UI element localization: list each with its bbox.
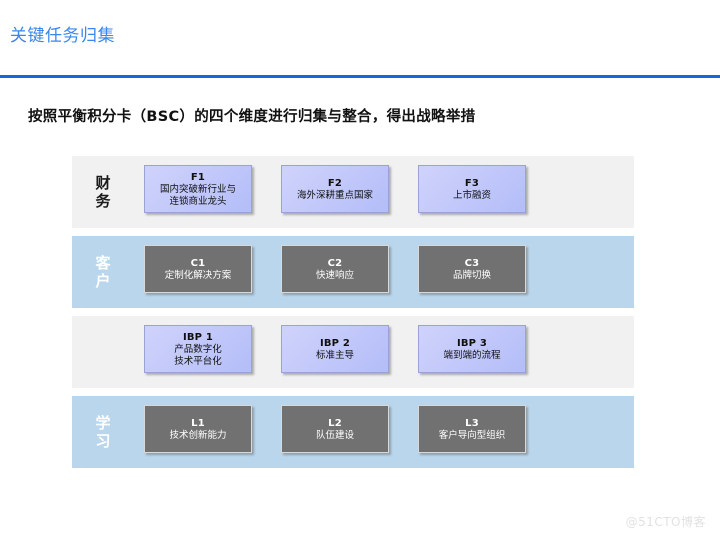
initiative-description: 标准主导 [315,349,354,361]
initiative-code: C2 [327,257,343,269]
initiative-description: 品牌切换 [452,269,491,281]
slide-header: 关键任务归集 [0,0,720,78]
initiative-code: C3 [464,257,480,269]
bsc-row-label: 财 务 [95,174,111,210]
initiative-code: F2 [327,177,343,189]
initiative-code: C1 [190,257,206,269]
initiative-code: IBP 1 [182,332,214,343]
initiative-code: F1 [190,172,206,183]
initiative-description: 上市融资 [452,189,491,201]
watermark-label: @51CTO博客 [625,515,706,529]
initiative-code: IBP 2 [319,337,351,349]
header-divider [0,75,720,78]
initiative-description: 快速响应 [315,269,354,281]
initiative-description: 客户导向型组织 [438,429,506,441]
initiative-description: 队伍建设 [315,429,354,441]
initiative-description: 技术创新能力 [169,429,227,441]
initiative-code: L3 [465,417,479,429]
initiative-description: 海外深耕重点国家 [296,189,373,201]
initiative-code: L1 [191,417,205,429]
initiative-code: F3 [464,177,480,189]
page-title: 关键任务归集 [10,26,115,46]
slide-subtitle: 按照平衡积分卡（BSC）的四个维度进行归集与整合，得出战略举措 [28,109,476,125]
initiative-description: 产品数字化 技术平台化 [174,344,222,367]
bsc-row-label: 学 习 [95,414,111,450]
initiative-description: 定制化解决方案 [164,269,232,281]
bsc-row-label: 客 户 [95,254,111,290]
initiative-description: 端到端的流程 [443,349,501,361]
initiative-description: 国内突破新行业与 连锁商业龙头 [159,184,236,207]
initiative-code: L2 [328,417,342,429]
initiative-code: IBP 3 [456,337,488,349]
